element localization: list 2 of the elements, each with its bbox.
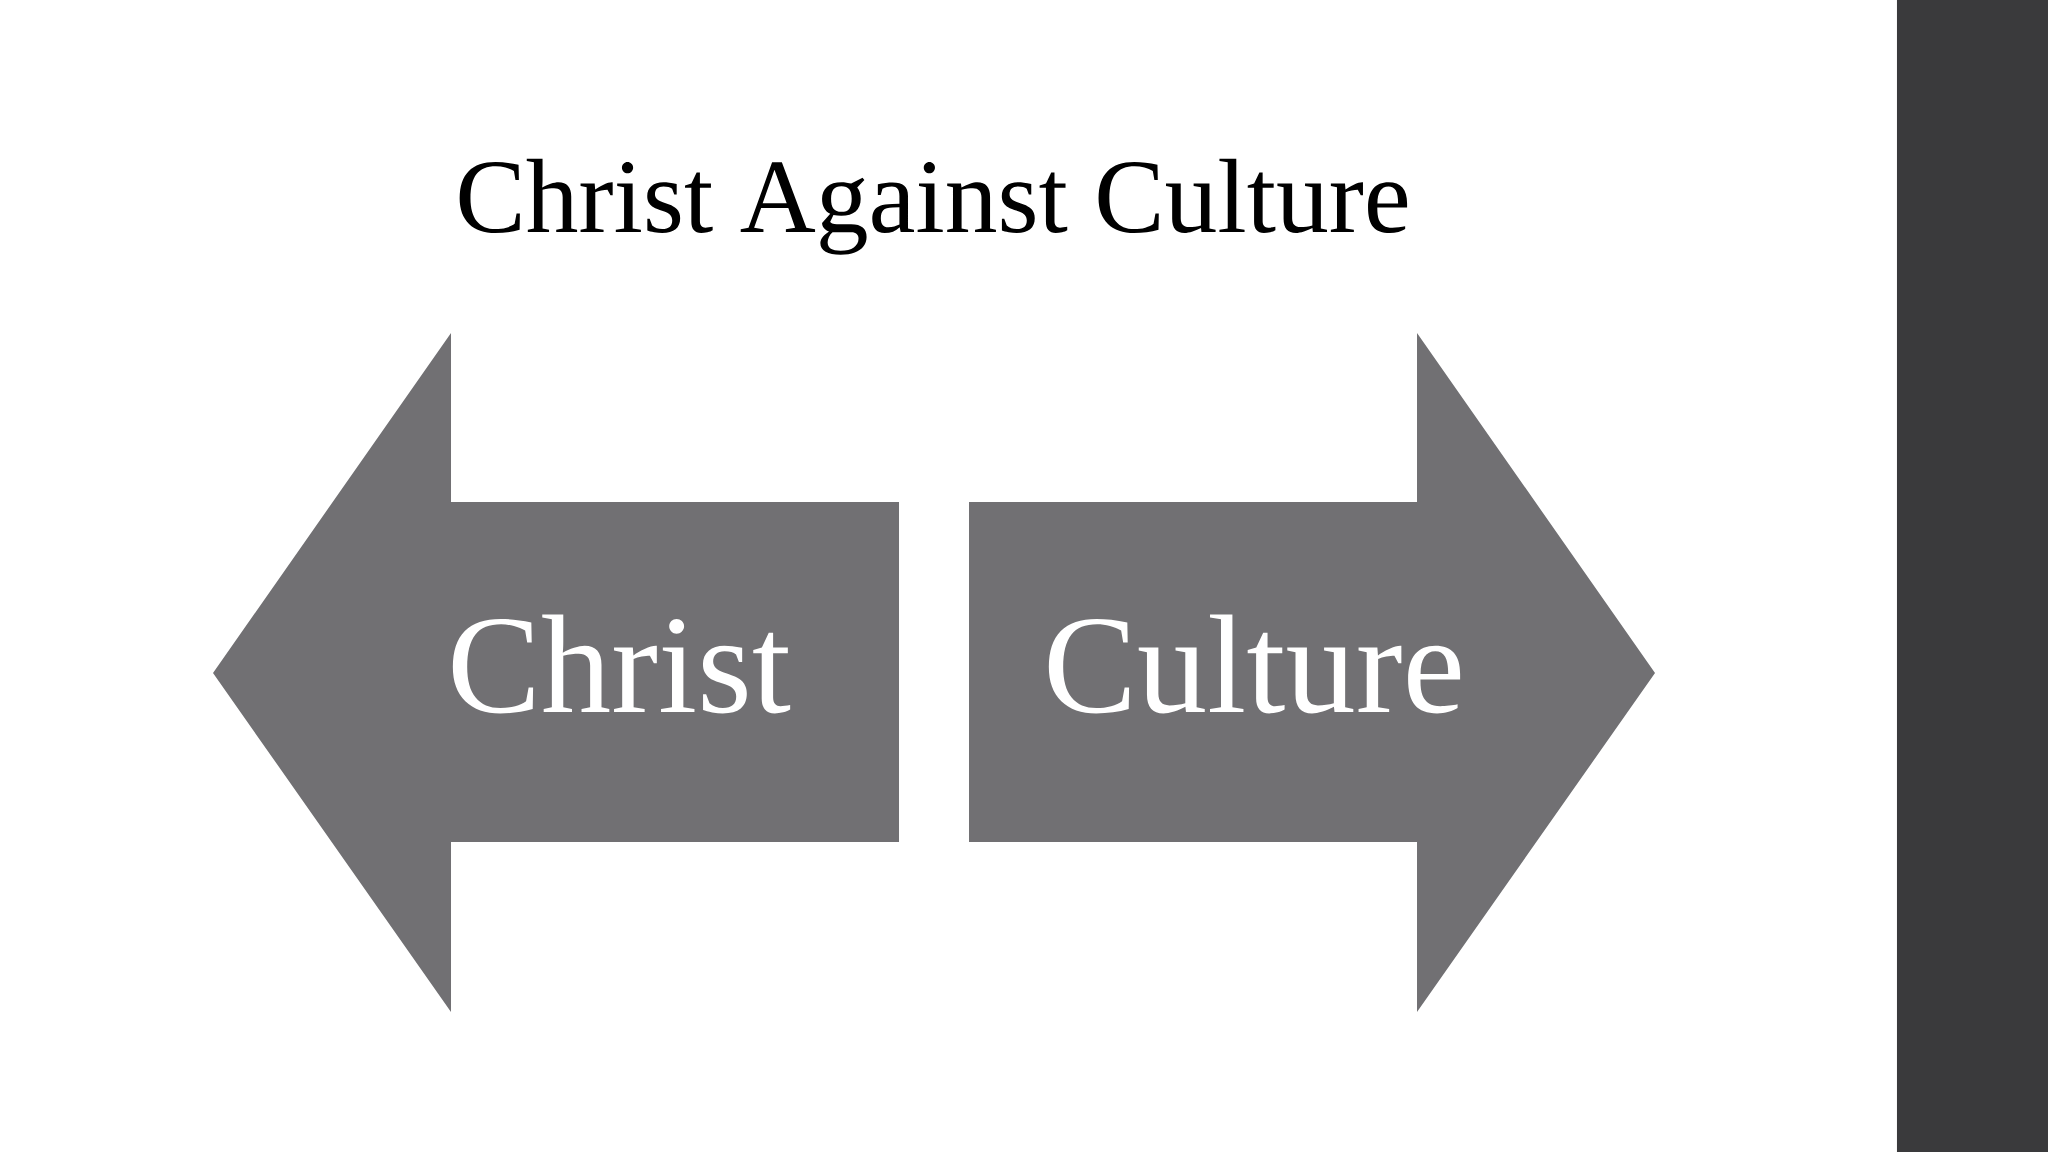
title: Christ Against Culture xyxy=(459,158,1408,255)
side-bar xyxy=(1896,0,2048,1152)
